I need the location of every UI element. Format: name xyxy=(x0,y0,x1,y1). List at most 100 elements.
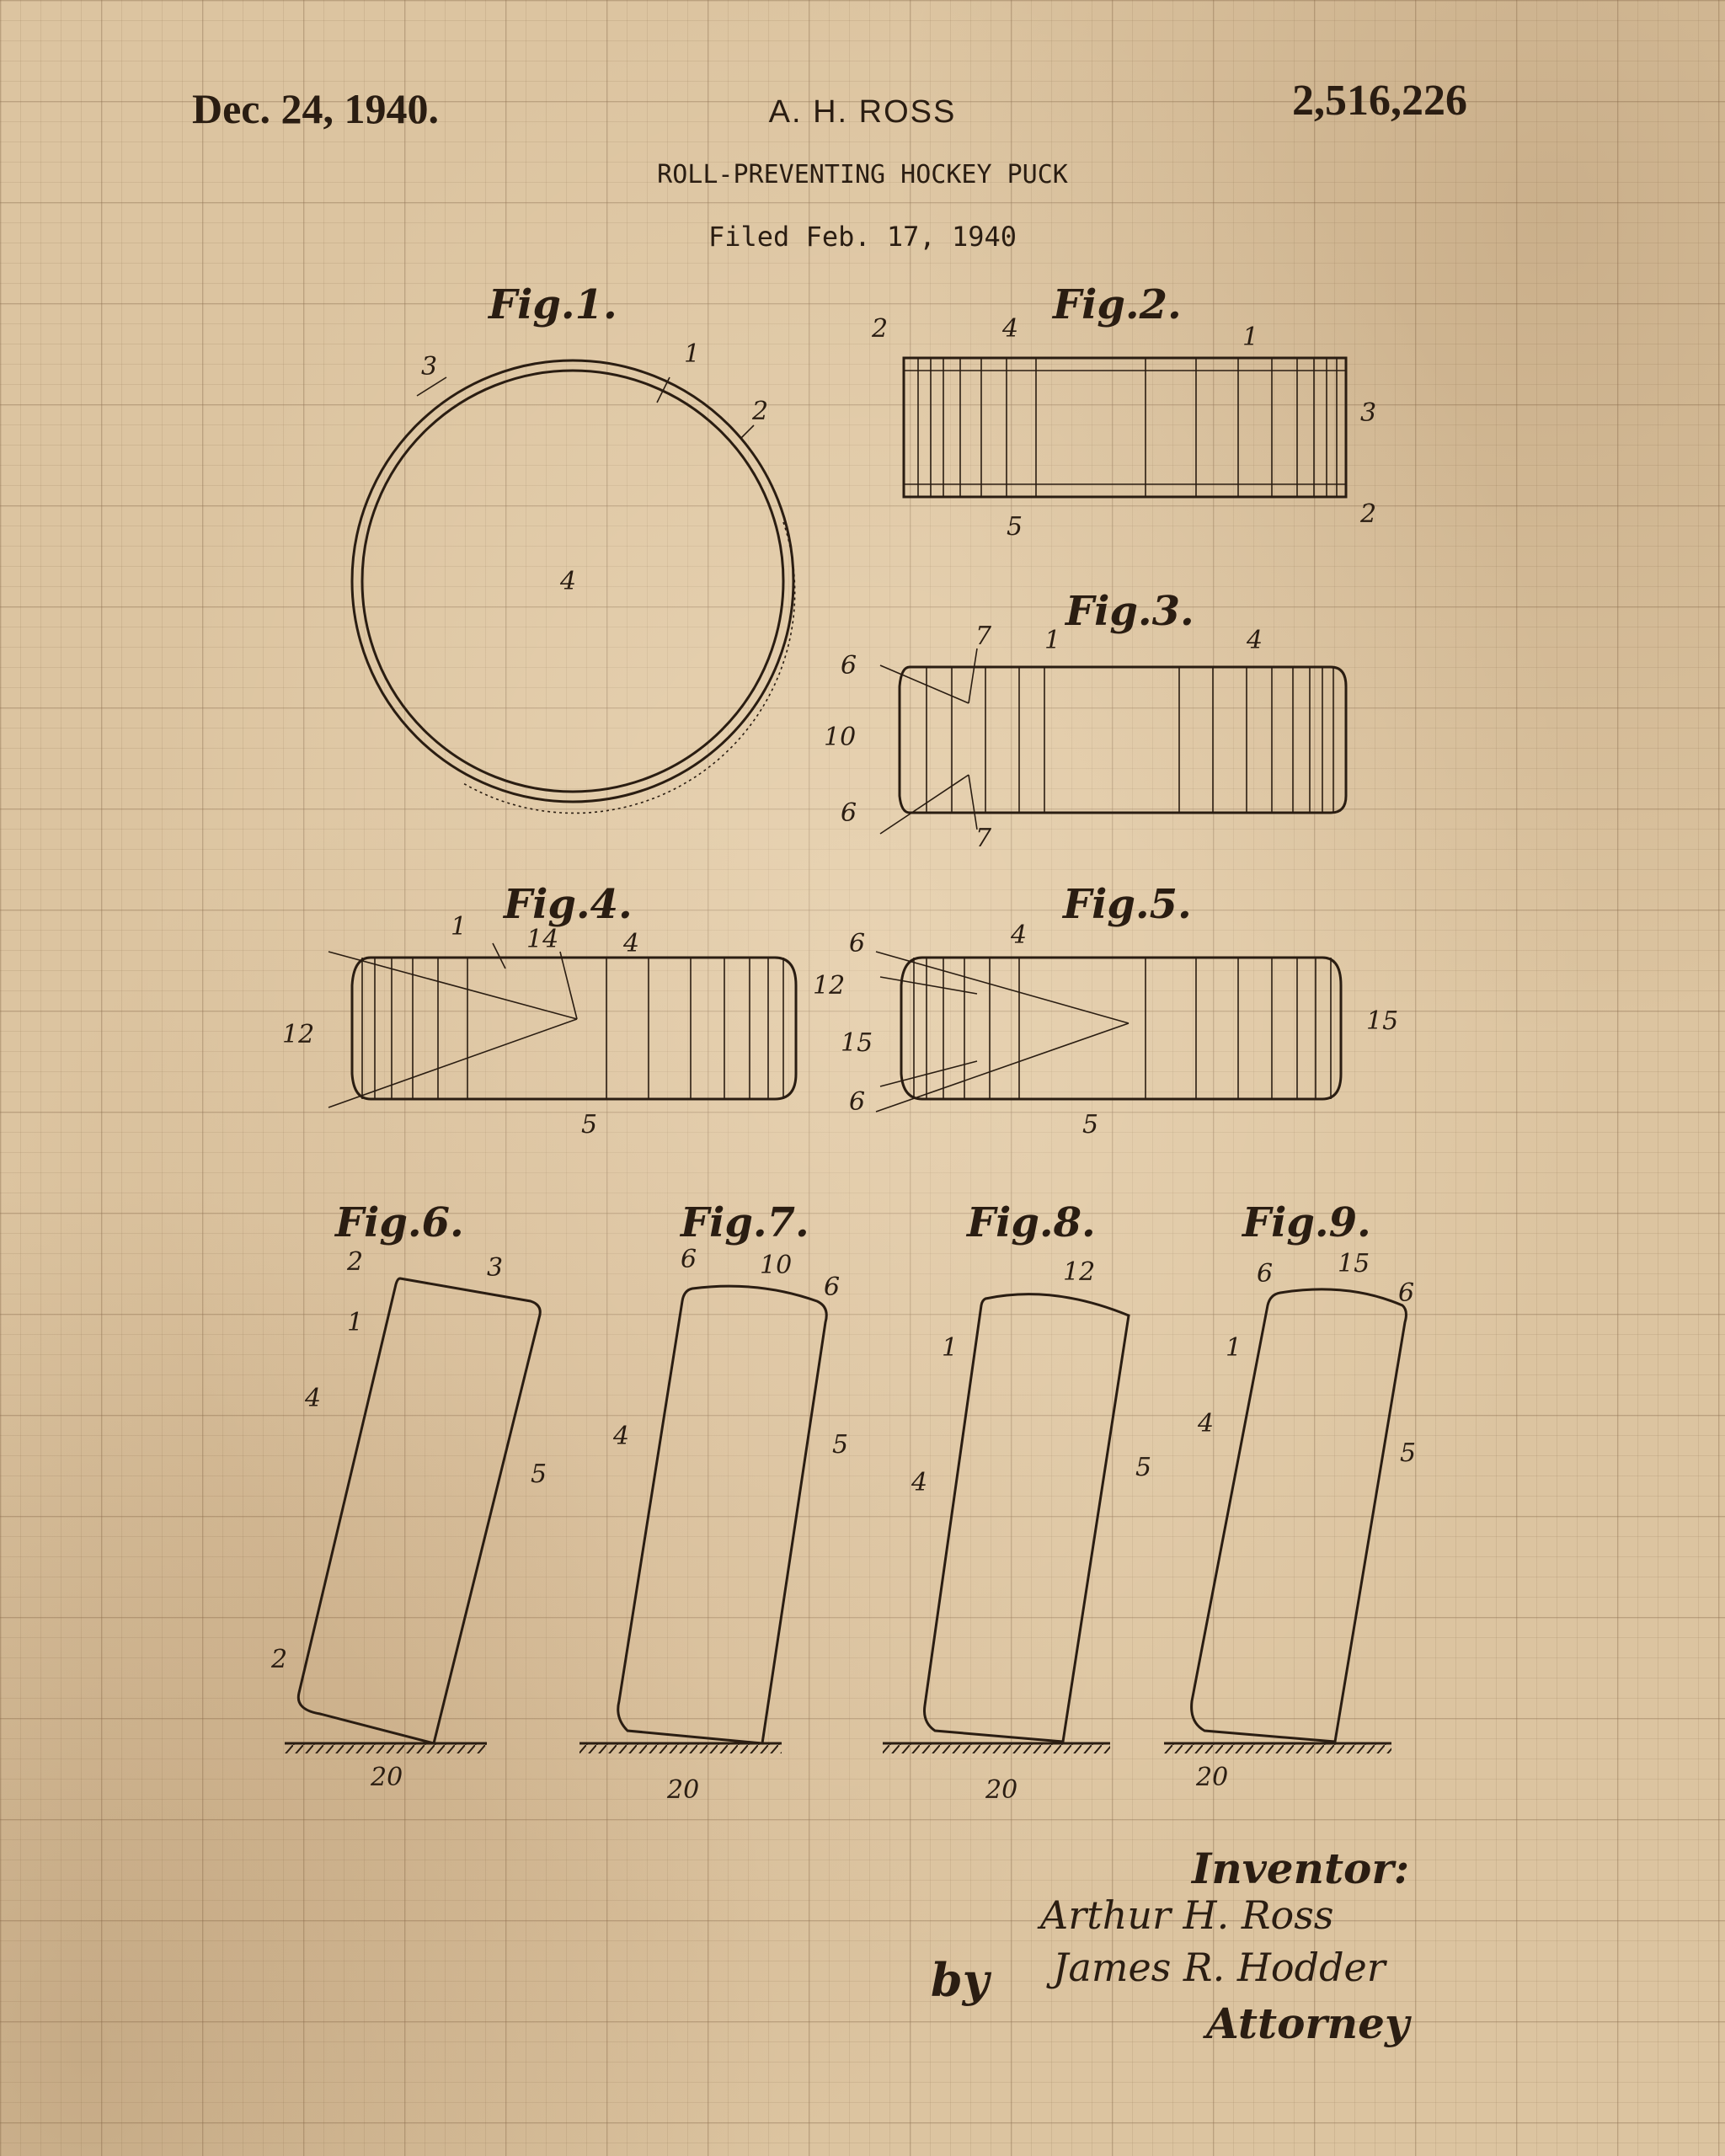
figure-2: Fig.2. 1 2 3 4 5 2 xyxy=(871,281,1376,542)
fig1-ref-3: 3 xyxy=(421,352,437,382)
patent-date: Dec. 24, 1940. xyxy=(192,85,439,132)
fig7-ref-6b: 6 xyxy=(824,1273,840,1302)
fig5-ref-15a: 15 xyxy=(841,1028,873,1058)
fig1-puck-outer xyxy=(350,359,795,803)
fig2-shading-lines xyxy=(917,358,1338,497)
fig9-ref-5: 5 xyxy=(1400,1438,1416,1468)
fig9-ref-6b: 6 xyxy=(1398,1278,1414,1308)
figure-5: Fig.5. 4 5 6 6 15 15 xyxy=(841,881,1398,1139)
figure-8: Fig.8. 1 4 5 12 20 xyxy=(883,1199,1151,1805)
fig8-label: Fig.8. xyxy=(965,1199,1096,1246)
fig3-ref-7b: 7 xyxy=(975,824,992,853)
fig2-ref-3: 3 xyxy=(1360,398,1376,428)
fig3-ref-4: 4 xyxy=(1246,626,1263,655)
fig3-ref-1: 1 xyxy=(1044,626,1060,655)
fig6-ref-2b: 2 xyxy=(270,1645,287,1674)
fig6-ref-4: 4 xyxy=(304,1384,321,1413)
fig1-puck-inner xyxy=(360,369,785,793)
fig5-puck-body xyxy=(900,956,1343,1101)
inventor-heading: Inventor: xyxy=(1190,1844,1409,1893)
signature-block: Inventor: Arthur H. Ross by James R. Hod… xyxy=(931,1844,1412,2048)
fig1-ref-4: 4 xyxy=(559,567,576,596)
fig3-ref-6a: 6 xyxy=(841,651,857,680)
fig9-label: Fig.9. xyxy=(1241,1199,1371,1246)
fig2-ref-2a: 2 xyxy=(871,314,888,344)
fig2-ref-5: 5 xyxy=(1007,512,1023,542)
fig6-ref-2a: 2 xyxy=(346,1247,363,1277)
fig7-ref-6a: 6 xyxy=(681,1245,697,1274)
fig1-knurled-edge xyxy=(462,521,796,814)
fig3-shading-lines xyxy=(879,648,1334,835)
inventor-header: A. H. ROSS xyxy=(768,94,957,130)
fig1-ref-1: 1 xyxy=(684,339,700,369)
fig4-ref-12a: 12 xyxy=(282,1020,314,1049)
fig5-ref-5: 5 xyxy=(1082,1110,1098,1139)
figure-3: Fig.3. 1 4 6 6 7 7 10 xyxy=(824,588,1348,853)
fig8-ref-5: 5 xyxy=(1135,1453,1151,1482)
fig9-puck-section xyxy=(1190,1288,1407,1743)
fig4-label: Fig.4. xyxy=(502,881,633,928)
fig5-ref-6a: 6 xyxy=(849,929,865,958)
by-label: by xyxy=(931,1953,992,2007)
fig2-label: Fig.2. xyxy=(1051,281,1182,328)
fig9-ref-15: 15 xyxy=(1338,1249,1370,1278)
fig6-ref-3: 3 xyxy=(487,1253,503,1283)
fig6-ground xyxy=(285,1743,487,1753)
fig9-ref-6a: 6 xyxy=(1257,1259,1273,1289)
fig3-puck-body xyxy=(898,665,1348,814)
fig8-ref-4: 4 xyxy=(911,1468,927,1497)
attorney-signature: James R. Hodder xyxy=(1046,1945,1388,1990)
fig6-ref-5: 5 xyxy=(531,1460,547,1489)
fig3-label: Fig.3. xyxy=(1064,588,1194,635)
fig6-label: Fig.6. xyxy=(334,1199,464,1246)
fig1-ref-2: 2 xyxy=(751,397,768,426)
fig7-ref-4: 4 xyxy=(612,1422,629,1451)
fig3-ref-7a: 7 xyxy=(975,622,992,651)
figure-4: Fig.4. 1 4 5 12 12 14 xyxy=(282,881,845,1139)
attorney-heading: Attorney xyxy=(1203,1999,1412,2048)
fig9-ref-4: 4 xyxy=(1197,1409,1214,1438)
fig8-ref-12: 12 xyxy=(1063,1257,1095,1287)
figure-9: Fig.9. 1 4 5 6 6 15 20 xyxy=(1164,1199,1416,1792)
figure-6: Fig.6. 1 2 2 3 4 5 20 xyxy=(270,1199,547,1792)
fig8-ref-20: 20 xyxy=(985,1775,1017,1805)
fig4-shading-lines xyxy=(328,942,784,1108)
fig4-ref-5: 5 xyxy=(581,1110,597,1139)
figure-7: Fig.7. 4 5 6 6 10 20 xyxy=(579,1199,848,1805)
patent-title: ROLL-PREVENTING HOCKEY PUCK xyxy=(657,160,1068,189)
fig6-ref-20: 20 xyxy=(370,1763,403,1792)
fig8-puck-section xyxy=(923,1293,1130,1743)
fig2-ref-2b: 2 xyxy=(1359,499,1376,529)
fig7-label: Fig.7. xyxy=(679,1199,809,1246)
fig7-ground xyxy=(579,1743,782,1753)
filed-date: Filed Feb. 17, 1940 xyxy=(708,221,1017,253)
fig6-puck-section xyxy=(296,1277,542,1745)
fig5-shading-lines xyxy=(875,951,1332,1113)
fig7-ref-5: 5 xyxy=(832,1430,848,1460)
inventor-signature: Arthur H. Ross xyxy=(1037,1892,1333,1938)
fig7-ref-20: 20 xyxy=(666,1775,699,1805)
fig4-ref-1: 1 xyxy=(451,912,467,942)
fig4-ref-4: 4 xyxy=(622,929,639,958)
fig2-puck-body xyxy=(902,356,1348,499)
fig3-ref-6b: 6 xyxy=(841,798,857,828)
fig5-ref-6b: 6 xyxy=(849,1087,865,1117)
fig8-ground xyxy=(883,1743,1110,1753)
fig2-ref-1: 1 xyxy=(1242,323,1258,352)
figure-1: Fig.1. 1 2 3 4 xyxy=(350,281,796,814)
fig5-ref-4: 4 xyxy=(1010,921,1027,950)
fig1-label: Fig.1. xyxy=(487,281,617,328)
fig6-ref-1: 1 xyxy=(347,1308,363,1337)
patent-number: 2,516,226 xyxy=(1292,77,1467,125)
fig9-ref-1: 1 xyxy=(1226,1333,1242,1363)
fig4-puck-body xyxy=(350,956,798,1101)
fig2-ref-4: 4 xyxy=(1001,314,1018,344)
fig4-ref-14: 14 xyxy=(526,925,558,954)
fig7-ref-10: 10 xyxy=(760,1251,792,1280)
fig5-ref-15b: 15 xyxy=(1366,1006,1398,1036)
fig7-puck-section xyxy=(617,1284,828,1745)
fig8-ref-1: 1 xyxy=(942,1333,958,1363)
fig5-label: Fig.5. xyxy=(1061,881,1192,928)
